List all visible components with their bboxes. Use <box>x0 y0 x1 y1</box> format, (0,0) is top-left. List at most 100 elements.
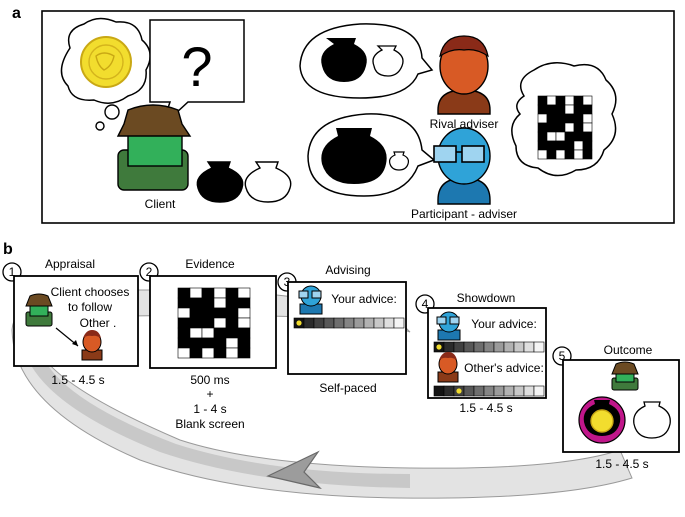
grid-cell <box>213 297 227 309</box>
step-4-number: 4 <box>422 297 429 311</box>
mini-participant-icon <box>298 285 323 315</box>
grid-cell <box>213 317 227 329</box>
step-3-timing: Self-paced <box>319 381 376 395</box>
grid-cell <box>573 122 584 133</box>
grid-cell <box>564 95 575 106</box>
step-2-title: Evidence <box>185 257 235 271</box>
scale-cell <box>303 317 315 329</box>
grid-cell <box>225 307 239 319</box>
scale-cell <box>353 317 365 329</box>
grid-cell <box>177 347 191 359</box>
grid-cell <box>537 122 548 133</box>
grid-cell <box>546 140 557 151</box>
scale-cell <box>523 341 535 353</box>
grid-cell <box>201 297 215 309</box>
step-2-evidence: 2 Evidence 500 ms + 1 - 4 s Blank screen <box>139 257 277 431</box>
grid-cell <box>237 327 251 339</box>
grid-cell <box>537 113 548 124</box>
arrow-head-icon <box>266 450 322 490</box>
scale-cell <box>363 317 375 329</box>
scale-cell <box>483 341 495 353</box>
step-2-timing-line1: 500 ms <box>190 373 229 387</box>
grid-cell <box>189 307 203 319</box>
rival-hair-icon <box>439 35 489 58</box>
scale-cell <box>333 317 345 329</box>
grid-cell <box>546 131 557 142</box>
mini-rival-icon <box>81 330 103 361</box>
grid-cell <box>237 297 251 309</box>
grid-cell <box>201 347 215 359</box>
grid-cell <box>237 347 251 359</box>
step-4-timing: 1.5 - 4.5 s <box>459 401 512 415</box>
client-hat-icon <box>116 104 192 137</box>
mini-participant-icon-2 <box>436 311 461 341</box>
grid-cell <box>177 317 191 329</box>
scale-cell <box>513 341 525 353</box>
step-5-title: Outcome <box>604 343 653 357</box>
step-1-text-line1: Client chooses <box>51 285 130 299</box>
coin-icon <box>80 36 132 88</box>
step-4-your-advice-scale <box>433 341 545 353</box>
question-mark: ? <box>181 35 212 98</box>
grid-cell <box>225 327 239 339</box>
rival-speech-bubble <box>299 23 434 99</box>
grid-cell <box>201 317 215 329</box>
grid-cell <box>237 307 251 319</box>
grid-cell <box>225 347 239 359</box>
black-urn-icon <box>196 161 244 203</box>
step-5-number: 5 <box>559 349 566 363</box>
small-white-urn-icon-2 <box>388 151 410 171</box>
grid-cell <box>177 337 191 349</box>
scale-cell <box>463 385 475 397</box>
small-white-urn-icon <box>372 45 404 77</box>
advice-marker-icon <box>456 388 462 394</box>
scale-cell <box>493 385 505 397</box>
grid-cell <box>573 131 584 142</box>
grid-cell <box>189 317 203 329</box>
grid-cell <box>537 149 548 160</box>
grid-cell <box>555 131 566 142</box>
grid-cell <box>237 317 251 329</box>
grid-cell <box>564 131 575 142</box>
step-1-appraisal: 1 Appraisal Client chooses to follow Oth… <box>2 257 139 387</box>
large-black-urn-icon <box>321 38 367 82</box>
mini-client-icon <box>25 293 53 327</box>
step-4-showdown: 4 Showdown Your advice: Other's advice: … <box>415 291 547 415</box>
grid-cell <box>213 287 227 299</box>
grid-cell <box>177 297 191 309</box>
step-3-advice-scale <box>293 317 405 329</box>
large-black-urn-icon-2 <box>321 128 387 184</box>
client-urns <box>196 161 292 203</box>
grid-cell <box>537 140 548 151</box>
client-head <box>127 131 183 167</box>
grid-cell <box>582 131 593 142</box>
grid-cell <box>564 140 575 151</box>
grid-cell <box>573 140 584 151</box>
scale-cell <box>473 341 485 353</box>
grid-cell <box>546 95 557 106</box>
step-1-title: Appraisal <box>45 257 95 271</box>
scale-cell <box>523 385 535 397</box>
participant-speech-bubble <box>307 113 436 197</box>
scale-cell <box>373 317 385 329</box>
grid-cell <box>213 307 227 319</box>
scale-cell <box>503 341 515 353</box>
scale-cell <box>533 385 545 397</box>
grid-cell <box>225 317 239 329</box>
client-thought-cloud <box>60 17 151 131</box>
client-label: Client <box>145 197 176 211</box>
panel-b-letter: b <box>3 241 13 258</box>
grid-cell <box>177 327 191 339</box>
grid-cell <box>546 113 557 124</box>
grid-cell <box>237 337 251 349</box>
evidence-grid-small <box>537 95 593 160</box>
grid-cell <box>537 104 548 115</box>
grid-cell <box>537 95 548 106</box>
panel-a-letter: a <box>12 5 21 22</box>
scale-cell <box>483 385 495 397</box>
grid-cell <box>573 95 584 106</box>
outcome-coin-icon <box>590 409 614 433</box>
grid-cell <box>546 122 557 133</box>
grid-cell <box>189 297 203 309</box>
